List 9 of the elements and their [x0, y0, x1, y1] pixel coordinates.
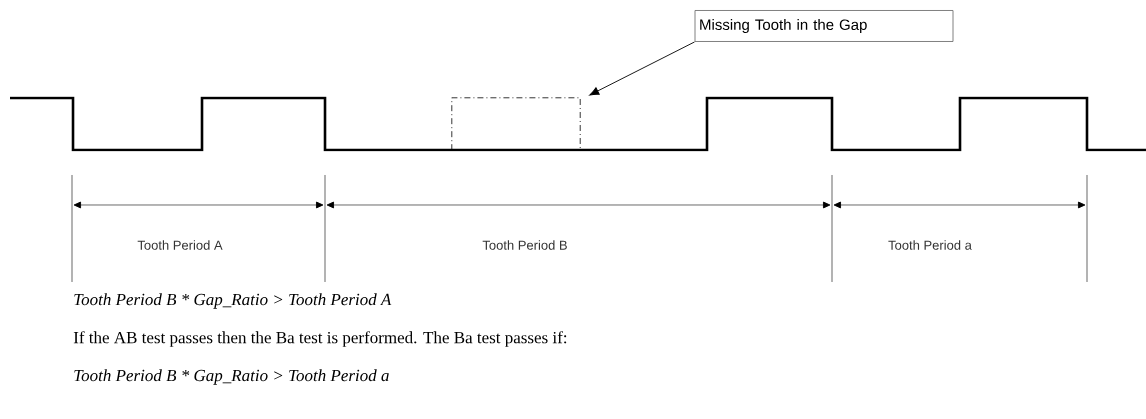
note-text: If the AB test passes then the Ba test is performed. The Ba test passes if:	[73, 331, 567, 347]
formula-text: Tooth Period B * Gap_Ratio > Tooth Period A	[74, 293, 392, 309]
callout-box: Missing Tooth in the Gap	[694, 10, 954, 42]
arrow	[589, 41, 695, 96]
dimension-label: Tooth Period B	[482, 240, 567, 250]
missing-tooth-outline	[451, 97, 581, 151]
formula-text: Tooth Period B * Gap_Ratio > Tooth Period a	[74, 369, 389, 385]
dimension-label: Tooth Period a	[888, 240, 972, 250]
dimension-label: Tooth Period A	[137, 240, 223, 250]
